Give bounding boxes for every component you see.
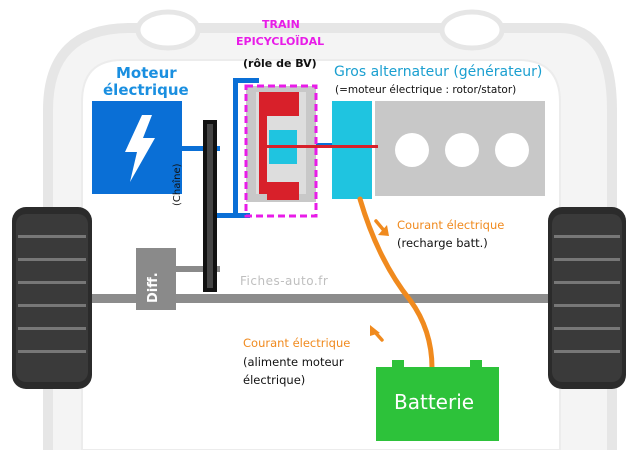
- generator-shaft: [262, 145, 378, 148]
- train-role-label: (rôle de BV): [243, 57, 317, 70]
- current-feed-label-line1: Courant électrique: [243, 336, 351, 350]
- differential: [136, 248, 176, 310]
- current-feed-label-line2: (alimente moteur: [243, 355, 344, 369]
- chain-label: (Chaîne): [172, 163, 183, 206]
- alternator: [332, 101, 372, 199]
- motor-label-line2: électrique: [103, 81, 189, 99]
- current-recharge-label-line2: (recharge batt.): [397, 236, 488, 250]
- train-label-line1: TRAIN: [262, 18, 300, 31]
- epicyclic-gear-train: [244, 84, 318, 218]
- arrow-icon: [370, 325, 384, 342]
- alternator-note: (=moteur électrique : rotor/stator): [335, 84, 517, 96]
- watermark: Fiches-auto.fr: [240, 274, 329, 288]
- arrow-icon: [374, 219, 389, 236]
- diff-shaft: [176, 266, 220, 272]
- engine: [375, 101, 545, 196]
- current-feed-label-line3: électrique): [243, 373, 306, 387]
- train-label-line2: EPICYCLOÏDAL: [236, 35, 325, 48]
- lightning-bolt-icon: [125, 115, 155, 182]
- right-wheel: [548, 207, 626, 389]
- battery-label: Batterie: [394, 390, 475, 414]
- current-recharge-label-line1: Courant électrique: [397, 218, 505, 232]
- current-cable: [357, 196, 435, 371]
- left-wheel: [12, 207, 92, 389]
- diff-label: Diff.: [146, 272, 161, 303]
- motor-label-line1: Moteur: [116, 64, 177, 82]
- alternator-label: Gros alternateur (générateur): [334, 64, 543, 80]
- battery: [376, 360, 499, 441]
- axle: [92, 294, 548, 303]
